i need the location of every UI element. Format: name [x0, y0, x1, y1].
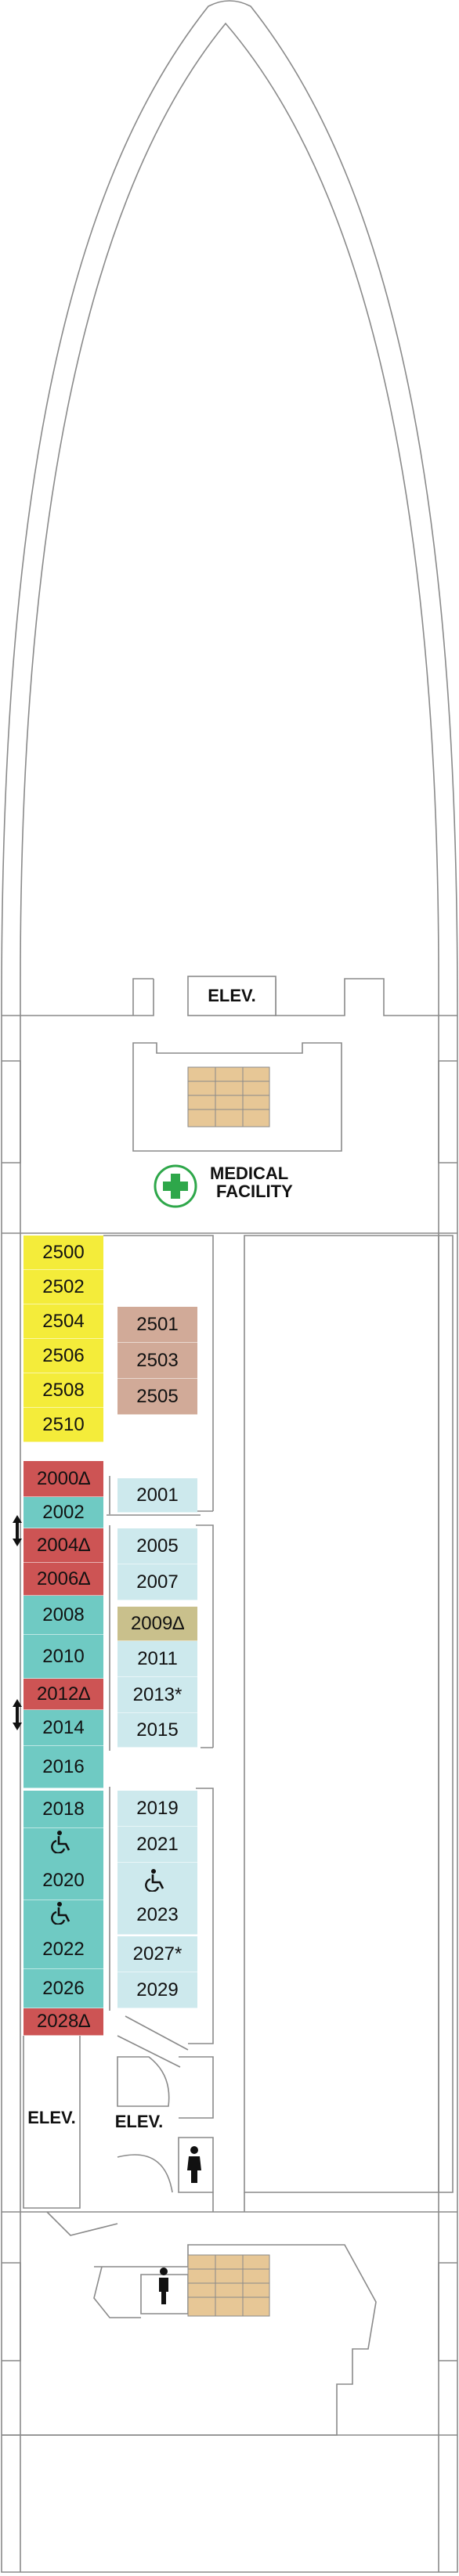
cabin-2028[interactable]: 2028∆: [23, 2008, 103, 2036]
cabin-2029[interactable]: 2029: [117, 1972, 197, 2008]
elevator-label-forward: ELEV.: [208, 986, 256, 1005]
cabin-2014[interactable]: 2014: [23, 1710, 103, 1746]
aft-stairs: [187, 2254, 270, 2317]
cabin-2500[interactable]: 2500: [23, 1236, 103, 1270]
cabin-2503[interactable]: 2503: [117, 1343, 197, 1379]
up-down-arrow-icon: [13, 1699, 22, 1730]
cabin-2006[interactable]: 2006∆: [23, 1563, 103, 1596]
wheelchair-icon: [145, 1869, 164, 1892]
cabin-2026[interactable]: 2026: [23, 1969, 103, 2008]
cabin-2002[interactable]: 2002: [23, 1497, 103, 1528]
cabin-2510[interactable]: 2510: [23, 1408, 103, 1442]
cabin-2016[interactable]: 2016: [23, 1746, 103, 1788]
wheelchair-icon: [51, 1831, 70, 1853]
cabin-2505[interactable]: 2505: [117, 1379, 197, 1415]
cabin-2027[interactable]: 2027*: [117, 1936, 197, 1972]
green-cross-icon: [154, 1164, 197, 1208]
forward-stairs: [187, 1066, 270, 1127]
up-down-arrow-icon: [13, 1515, 22, 1546]
forward-stair-enclosure: [132, 1042, 342, 1152]
facility-label: FACILITY: [216, 1182, 293, 1201]
cabin-2018[interactable]: 2018: [23, 1791, 103, 1828]
cabin-2008[interactable]: 2008: [23, 1596, 103, 1635]
cabin-2001[interactable]: 2001: [117, 1478, 197, 1513]
person-restroom-icon: [159, 2268, 168, 2304]
cabin-2022[interactable]: 2022: [23, 1900, 103, 1969]
cabin-2023[interactable]: 2023: [117, 1863, 197, 1935]
cabin-2010[interactable]: 2010: [23, 1635, 103, 1679]
cabin-2506[interactable]: 2506: [23, 1339, 103, 1373]
cabin-2012[interactable]: 2012∆: [23, 1679, 103, 1710]
cabin-2020[interactable]: 2020: [23, 1828, 103, 1900]
wheelchair-icon: [51, 1902, 70, 1925]
cabin-2004[interactable]: 2004∆: [23, 1528, 103, 1563]
cabin-2007[interactable]: 2007: [117, 1564, 197, 1600]
cabin-2504[interactable]: 2504: [23, 1304, 103, 1339]
cabin-2000[interactable]: 2000∆: [23, 1461, 103, 1497]
aft-stair-enclosure: [2, 2244, 377, 2436]
cabin-2019[interactable]: 2019: [117, 1791, 197, 1827]
cabin-2508[interactable]: 2508: [23, 1373, 103, 1408]
person-restroom-icon: [187, 2146, 201, 2183]
cabin-2005[interactable]: 2005: [117, 1528, 197, 1564]
elevator-label-center: ELEV.: [114, 2112, 164, 2131]
cabin-2501[interactable]: 2501: [117, 1307, 197, 1343]
cabin-2011[interactable]: 2011: [117, 1641, 197, 1677]
starboard-block: [244, 1235, 454, 2193]
medical-label: MEDICAL: [210, 1164, 289, 1183]
cabin-2502[interactable]: 2502: [23, 1270, 103, 1304]
elevator-label-port: ELEV.: [27, 2108, 76, 2127]
cabin-2013[interactable]: 2013*: [117, 1677, 197, 1713]
cabin-2009[interactable]: 2009∆: [117, 1607, 197, 1641]
cabin-2021[interactable]: 2021: [117, 1827, 197, 1863]
cabin-2015[interactable]: 2015: [117, 1713, 197, 1748]
